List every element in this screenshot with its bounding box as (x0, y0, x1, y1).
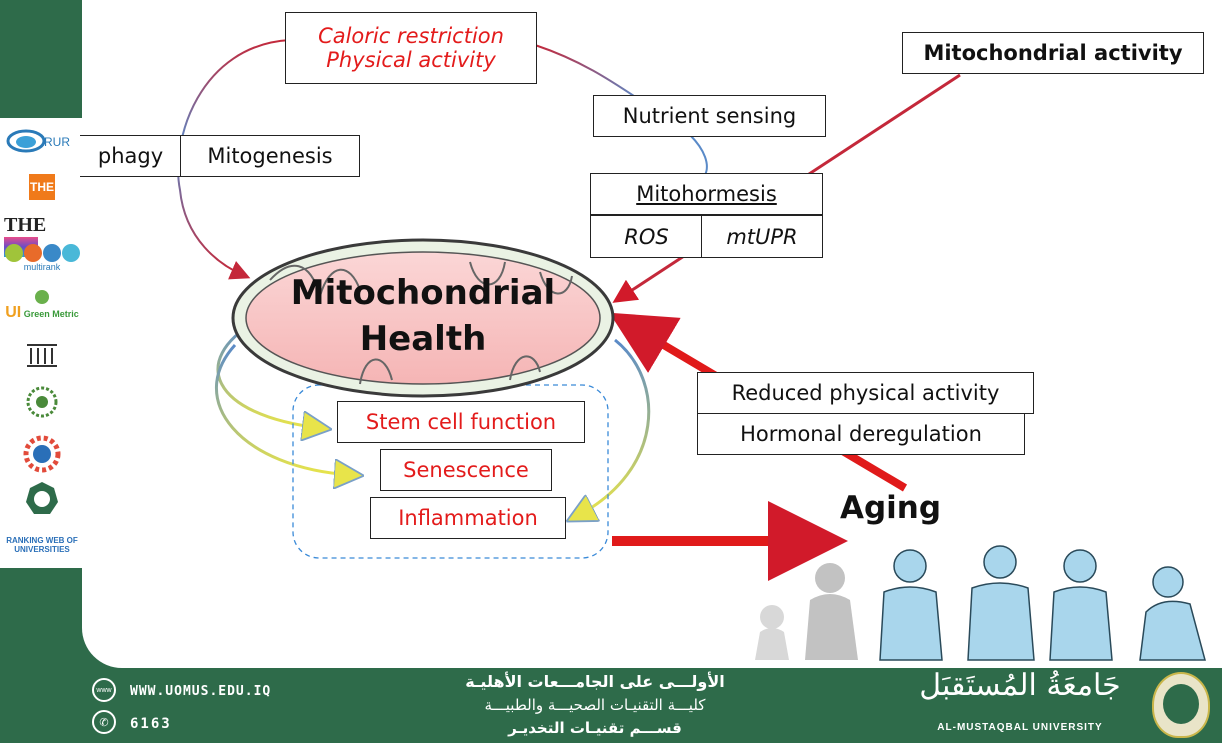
mitohormesis-label: Mitohormesis (636, 182, 777, 206)
senescence-arrow (215, 343, 352, 475)
webometrics-logo: RANKING WEB OF UNIVERSITIES (6, 536, 78, 554)
inflammation-arrow (577, 338, 651, 516)
mtupr-label: mtUPR (726, 224, 798, 249)
university-english-name: AL-MUSTAQBAL UNIVERSITY (937, 722, 1103, 733)
mitochondrial-health-title: Mitochondrial Health (248, 270, 598, 362)
sdg-logo (4, 434, 80, 476)
the-logo: THE (4, 174, 80, 200)
stem-cell-arrow (216, 320, 320, 428)
ui-greenmetric-logo: UI Green Metric (4, 290, 80, 322)
autophagy-label: phagy (97, 144, 164, 168)
mitogenesis-box: Mitogenesis (180, 135, 360, 177)
mitochondrial-activity-box: Mitochondrial activity (902, 32, 1204, 74)
mitohormesis-box: Mitohormesis (590, 173, 823, 215)
aging-label: Aging (840, 490, 942, 526)
mitogenesis-label: Mitogenesis (207, 144, 333, 168)
laurel-logo (4, 384, 80, 426)
inflammation-box: Inflammation (370, 497, 566, 539)
arab-engineers-logo (4, 478, 80, 526)
center-line1: Mitochondrial (290, 273, 556, 313)
caloric-restriction-label: Caloric restriction (318, 24, 504, 48)
multirank-logo: multirank (4, 244, 80, 272)
website-link[interactable]: WWW.UOMUS.EDU.IQ (130, 684, 272, 699)
globe-icon: www (92, 678, 116, 702)
reduced-activity-box: Reduced physical activity (697, 372, 1034, 414)
hormonal-label: Hormonal deregulation (740, 422, 982, 446)
university-arabic-name: جَامعَةُ المُستَقبَل (919, 668, 1121, 703)
institution-logo (4, 340, 80, 372)
mitochondrial-activity-label: Mitochondrial activity (923, 41, 1183, 65)
mitochondrion-icon (231, 238, 615, 398)
ranking-logos-strip: RUR THE THE multirank UI Green Metric (0, 118, 82, 568)
nutrient-sensing-label: Nutrient sensing (622, 104, 797, 128)
stem-cell-label: Stem cell function (365, 410, 557, 434)
aging-figures-icon (755, 545, 1206, 661)
ros-label: ROS (624, 224, 669, 249)
university-emblem-icon (1152, 672, 1210, 738)
physical-activity-label: Physical activity (326, 48, 496, 72)
interventions-box: Caloric restriction Physical activity (285, 12, 537, 84)
senescence-label: Senescence (403, 458, 529, 482)
stem-cell-box: Stem cell function (337, 401, 585, 443)
senescence-box: Senescence (380, 449, 552, 491)
footer-arabic-line2: كليـــة التقنيـات الصحيـــة والطبيـــة (484, 696, 706, 714)
footer-arabic-line3: قســـم تقنيـات التخديـر (508, 719, 682, 737)
autophagy-box: phagy (80, 135, 182, 177)
center-line2: Health (359, 319, 487, 359)
phone-number: 6163 (130, 716, 172, 732)
phone-icon: ✆ (92, 710, 116, 734)
footer-arabic-line1: الأولـــى على الجامـــعات الأهليـة (465, 672, 725, 691)
outputs-dashed-box (292, 384, 609, 559)
hormonal-box: Hormonal deregulation (697, 413, 1025, 455)
mtupr-box: mtUPR (701, 215, 823, 258)
inflammation-label: Inflammation (398, 506, 538, 530)
rur-logo: RUR (4, 128, 80, 156)
reduced-activity-label: Reduced physical activity (731, 381, 1000, 405)
rur-label: RUR (44, 135, 70, 149)
ros-box: ROS (590, 215, 703, 258)
nutrient-sensing-box: Nutrient sensing (593, 95, 826, 137)
